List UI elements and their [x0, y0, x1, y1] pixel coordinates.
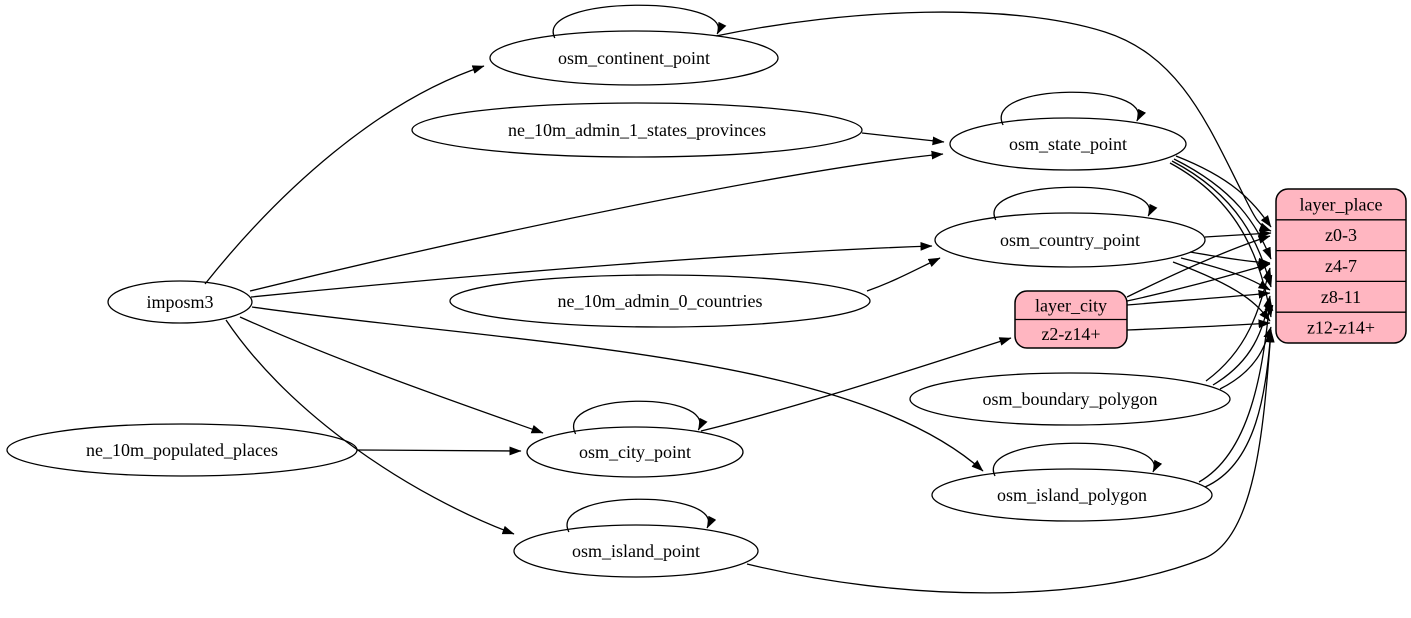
node-label-osm_island_polygon: osm_island_polygon [997, 485, 1147, 505]
edge-ne_10m_populated_places-to-osm_city_point [356, 446, 522, 456]
edge-imposm3-to-osm_island_polygon [251, 306, 984, 472]
node-shape-ne_10m_admin_1_states_provinces [411, 102, 863, 158]
edge-osm_country_point-to-layer_place:z0-3 [1204, 229, 1272, 239]
node-shape-layer_place [1275, 188, 1407, 344]
node-shape-imposm3 [107, 280, 253, 324]
edge-ne_10m_admin_1_states_provinces-to-osm_state_point [861, 132, 945, 146]
node-osm_island_point: osm_island_point [513, 524, 759, 578]
edge-osm_island_point-to-osm_island_point [566, 498, 717, 533]
node-ne_10m_populated_places: ne_10m_populated_places [6, 423, 358, 477]
node-label-osm_continent_point: osm_continent_point [558, 48, 710, 68]
node-label-ne_10m_populated_places: ne_10m_populated_places [86, 440, 278, 460]
node-label-osm_country_point: osm_country_point [1000, 230, 1140, 250]
node-shape-osm_continent_point [489, 30, 779, 86]
edge-osm_country_point-to-layer_place:z8-11 [1180, 257, 1271, 291]
edge-imposm3-to-osm_continent_point [204, 65, 485, 285]
edge-osm_city_point-to-layer_city:z2-z14+ [700, 337, 1012, 432]
edge-osm_state_point-to-layer_place:z4-7 [1173, 158, 1272, 260]
edge-layer_city-to-layer_place:z8-11 [1126, 289, 1271, 306]
node-shape-osm_island_point [513, 524, 759, 578]
node-label-ne_10m_admin_0_countries: ne_10m_admin_0_countries [558, 291, 763, 311]
node-label-ne_10m_admin_1_states_provinces: ne_10m_admin_1_states_provinces [508, 120, 766, 140]
node-imposm3: imposm3 [107, 280, 253, 324]
edge-imposm3-to-osm_country_point [250, 242, 933, 298]
record-row-layer_place-1: z0-3 [1325, 225, 1357, 245]
node-layer_city: layer_city z2-z14+ [1014, 290, 1128, 349]
node-layer_place: layer_place z0-3 z4-7 z8-11 z12-z14+ [1275, 188, 1407, 344]
edge-osm_state_point-to-osm_state_point [1000, 91, 1147, 126]
edge-osm_island_point-to-layer_place:z12-z14+ [746, 330, 1275, 594]
edge-osm_continent_point-to-layer_place:z0-3 [715, 11, 1272, 232]
record-row-layer_city-1: z2-z14+ [1041, 324, 1100, 344]
edge-layer_city:z2-z14+-to-layer_place:z12-z14+ [1126, 319, 1271, 331]
node-shape-osm_city_point [526, 426, 744, 478]
edge-osm_boundary_polygon-to-layer_place:z12-z14+ [1219, 326, 1272, 390]
node-osm_continent_point: osm_continent_point [489, 30, 779, 86]
edge-osm_state_point-to-layer_place:z0-3 [1175, 155, 1272, 228]
edge-osm_continent_point-to-osm_continent_point [552, 4, 727, 39]
edge-osm_boundary_polygon-to-layer_place:z4-7 [1205, 267, 1272, 382]
node-osm_island_polygon: osm_island_polygon [931, 468, 1213, 522]
node-ne_10m_admin_0_countries: ne_10m_admin_0_countries [449, 274, 871, 328]
node-osm_country_point: osm_country_point [934, 212, 1206, 268]
edge-imposm3-to-osm_state_point [249, 150, 944, 292]
node-osm_city_point: osm_city_point [526, 426, 744, 478]
node-shape-ne_10m_admin_0_countries [449, 274, 871, 328]
node-label-osm_state_point: osm_state_point [1009, 134, 1127, 154]
record-row-layer_city-0: layer_city [1035, 295, 1107, 315]
record-row-layer_place-2: z4-7 [1325, 256, 1357, 276]
edge-osm_country_point-to-layer_place:z4-7 [1189, 251, 1271, 267]
edge-layer_city-to-layer_place:z0-3 [1126, 235, 1271, 298]
node-shape-osm_boundary_polygon [909, 372, 1231, 426]
node-label-osm_city_point: osm_city_point [579, 442, 691, 462]
edge-osm_island_polygon-to-osm_island_polygon [992, 442, 1163, 477]
node-shape-osm_country_point [934, 212, 1206, 268]
edges-layer [204, 4, 1275, 594]
record-row-layer_place-4: z12-z14+ [1307, 318, 1375, 338]
node-label-imposm3: imposm3 [146, 292, 213, 312]
edge-osm_country_point-to-osm_country_point [993, 186, 1158, 221]
nodes-layer: imposm3 osm_continent_point ne_10m_admin_1… [6, 30, 1407, 578]
edge-imposm3-to-osm_city_point [239, 316, 544, 434]
node-label-osm_boundary_polygon: osm_boundary_polygon [983, 389, 1158, 409]
node-shape-osm_island_polygon [931, 468, 1213, 522]
node-label-osm_island_point: osm_island_point [572, 541, 700, 561]
edge-osm_country_point-to-layer_place:z12-z14+ [1172, 261, 1271, 322]
edge-ne_10m_admin_0_countries-to-osm_country_point [866, 257, 941, 292]
edge-layer_city-to-layer_place:z4-7 [1126, 262, 1271, 302]
node-osm_boundary_polygon: osm_boundary_polygon [909, 372, 1231, 426]
edge-imposm3-to-osm_island_point [225, 319, 515, 535]
edge-osm_city_point-to-osm_city_point [572, 400, 708, 435]
edge-osm_boundary_polygon-to-layer_place:z8-11 [1212, 295, 1273, 386]
record-row-layer_place-3: z8-11 [1321, 287, 1361, 307]
node-ne_10m_admin_1_states_provinces: ne_10m_admin_1_states_provinces [411, 102, 863, 158]
node-osm_state_point: osm_state_point [949, 117, 1187, 171]
record-row-layer_place-0: layer_place [1300, 194, 1383, 214]
node-shape-osm_state_point [949, 117, 1187, 171]
